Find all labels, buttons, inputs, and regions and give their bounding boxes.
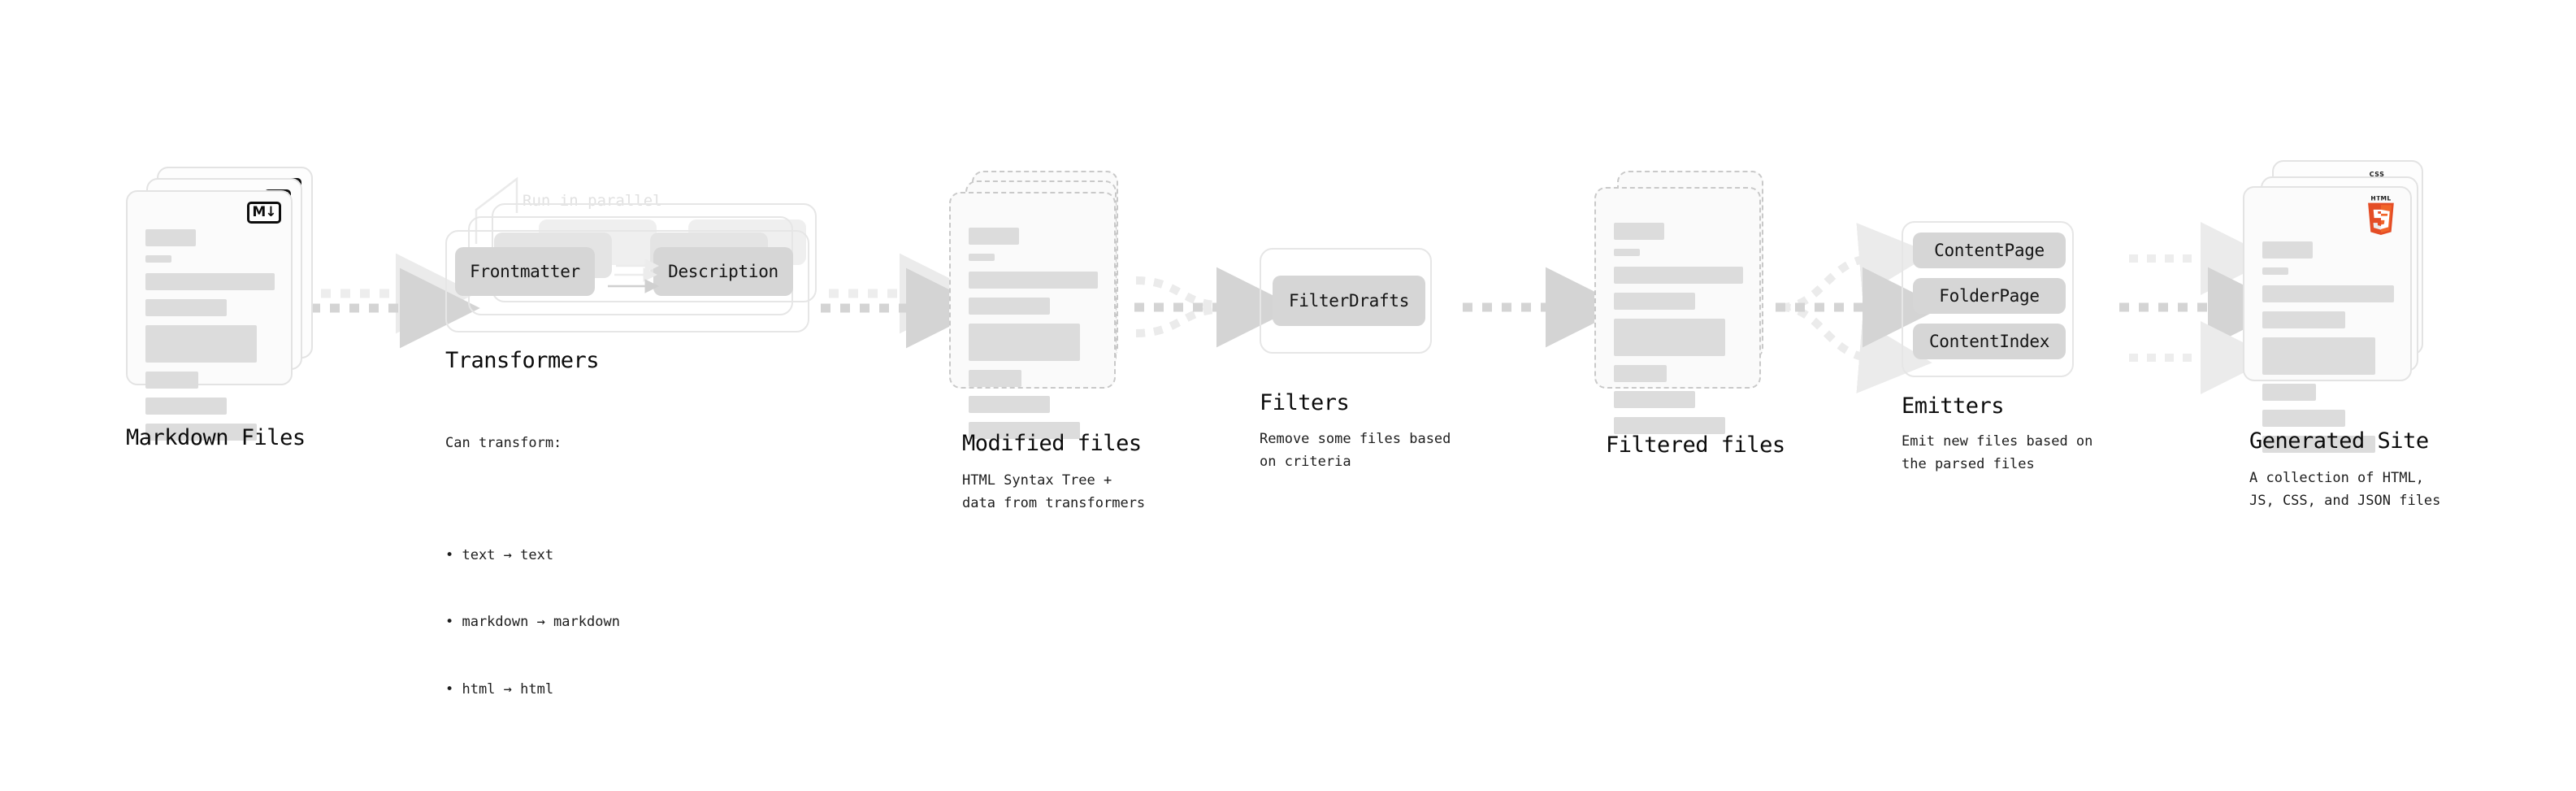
skeleton-lines	[969, 228, 1098, 439]
run-in-parallel-label: Run in parallel	[523, 192, 662, 210]
transformer-container-front: Frontmatter Description	[445, 230, 809, 332]
modified-card-stack	[949, 171, 1136, 439]
stage-subtitle: Remove some files based on criteria	[1260, 431, 1451, 470]
generated-card-front: HTML	[2243, 186, 2412, 453]
stage-filters: FilterDrafts Filters Remove some files b…	[1260, 248, 1451, 470]
transformer-pill-description[interactable]: Description	[653, 247, 793, 296]
diagram-canvas: M↓ M↓ M↓ Markdown Files	[126, 160, 2441, 698]
filter-pill-filterdrafts[interactable]: FilterDrafts	[1273, 276, 1425, 326]
filters-box: FilterDrafts	[1260, 248, 1438, 370]
emitters-box: ContentPage FolderPage ContentIndex	[1902, 221, 2105, 392]
stage-transformers: Run in parallel Frontmatter Description	[445, 192, 827, 698]
emitter-pill-contentindex[interactable]: ContentIndex	[1913, 324, 2066, 359]
html5-icon: HTML	[2363, 194, 2399, 237]
stage-modified-files: Modified files HTML Syntax Tree + data f…	[949, 171, 1145, 511]
stage-title: Filters	[1260, 390, 1350, 415]
generated-card-stack: CSS HTML	[2243, 160, 2438, 453]
svg-text:HTML: HTML	[2370, 196, 2391, 202]
transform-lead: Can transform:	[445, 435, 562, 452]
stage-emitters: ContentPage FolderPage ContentIndex Emit…	[1902, 221, 2105, 472]
emitter-pill-folderpage[interactable]: FolderPage	[1913, 278, 2066, 314]
stage-title: Generated Site	[2249, 428, 2429, 454]
skeleton-lines	[145, 229, 275, 441]
stage-title: Markdown Files	[126, 425, 306, 450]
list-item: • markdown → markdown	[445, 614, 620, 631]
skeleton-lines	[1614, 223, 1743, 434]
list-item: • text → text	[445, 546, 554, 563]
stage-subtitle: Can transform: • text → text • markdown …	[445, 388, 620, 791]
stage-filtered-files: Filtered files	[1594, 171, 1785, 458]
markdown-card-front: M↓	[126, 190, 293, 441]
filtered-card-front	[1594, 187, 1761, 434]
transformer-pill-frontmatter[interactable]: Frontmatter	[455, 247, 595, 296]
stage-title: Emitters	[1902, 393, 2005, 419]
stage-subtitle: A collection of HTML, JS, CSS, and JSON …	[2249, 470, 2441, 509]
filters-container: FilterDrafts	[1260, 248, 1432, 354]
modified-card-front	[949, 192, 1116, 439]
emitters-container: ContentPage FolderPage ContentIndex	[1902, 221, 2074, 377]
transformer-inner-arrows	[608, 259, 659, 293]
stage-subtitle: Emit new files based on the parsed files	[1902, 433, 2093, 472]
skeleton-lines	[2262, 241, 2394, 453]
filtered-card-stack	[1594, 171, 1781, 434]
stage-title: Filtered files	[1606, 432, 1785, 458]
transform-list: • text → text • markdown → markdown • ht…	[445, 500, 620, 746]
css-label: CSS	[2369, 170, 2385, 178]
stage-title: Modified files	[962, 431, 1142, 456]
markdown-card-stack: M↓ M↓ M↓	[126, 167, 313, 441]
markdown-icon: M↓	[247, 202, 281, 224]
stage-title: Transformers	[445, 348, 600, 373]
stage-markdown-files: M↓ M↓ M↓ Markdown Files	[126, 167, 313, 450]
stage-subtitle: HTML Syntax Tree + data from transformer…	[962, 472, 1146, 511]
emitter-pill-contentpage[interactable]: ContentPage	[1913, 233, 2066, 268]
stage-generated-site: CSS HTML	[2243, 160, 2440, 509]
list-item: • html → html	[445, 680, 554, 698]
transformers-box-stack: Frontmatter Description	[445, 195, 827, 332]
